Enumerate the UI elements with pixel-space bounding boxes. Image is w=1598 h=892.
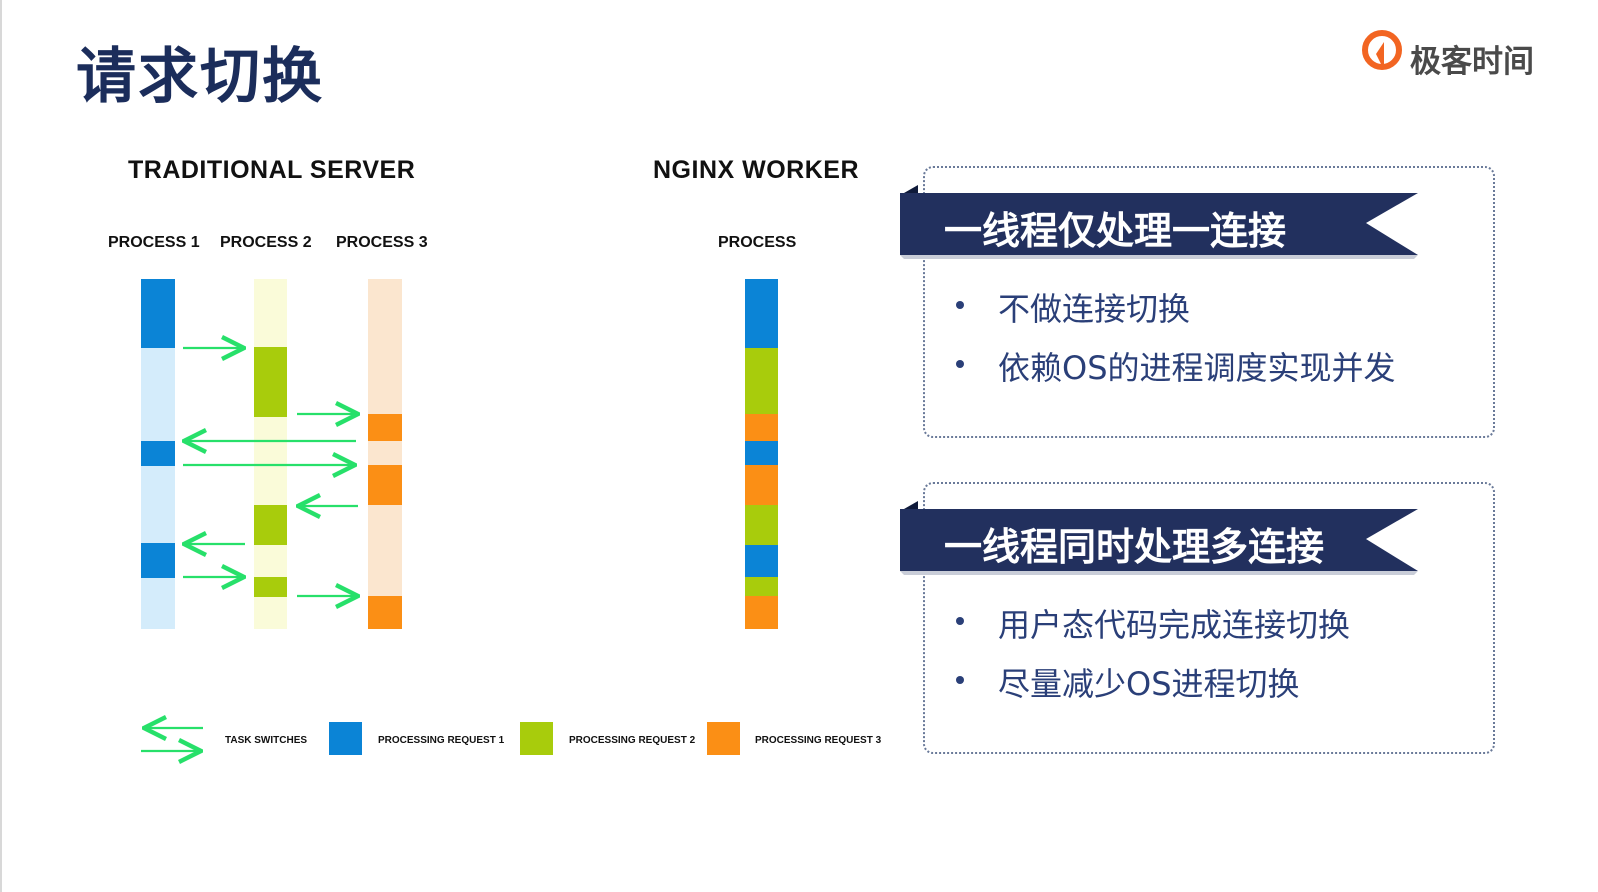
page-title: 请求切换 [76, 42, 324, 112]
bullet-dot [956, 676, 964, 684]
p2-active-segment [254, 577, 287, 597]
legend-task-switches: TASK SWITCHES [225, 735, 308, 746]
legend-swatch-request3 [707, 722, 740, 755]
panel-2-bullet-1: 用户态代码完成连接切换 [998, 606, 1351, 644]
process-2-label: PROCESS 2 [220, 234, 312, 251]
panel-2-bullet-2: 尽量减少OS进程切换 [998, 665, 1300, 703]
bullet-dot [956, 360, 964, 368]
left-edge-rule [0, 0, 2, 892]
nginx-seg-request1 [745, 441, 778, 465]
brand-logo: 极客时间 [1362, 30, 1562, 80]
panel-1-bullet-1: 不做连接切换 [998, 290, 1191, 328]
nginx-process-label: PROCESS [718, 234, 797, 251]
p1-active-segment [141, 441, 175, 466]
panel-1-bullet-2: 依赖OS的进程调度实现并发 [998, 349, 1396, 387]
logo-text: 极客时间 [1410, 44, 1534, 80]
process-2-column [254, 279, 287, 629]
nginx-worker-title: NGINX WORKER [653, 156, 859, 184]
process-3-column [368, 279, 402, 629]
p3-active-segment [368, 596, 402, 629]
nginx-seg-request3 [745, 596, 778, 629]
p2-light-bg [254, 279, 287, 629]
panel-2-banner [900, 501, 1418, 575]
process-1-label: PROCESS 1 [108, 234, 200, 251]
p3-active-segment [368, 465, 402, 505]
panel-2-heading: 一线程同时处理多连接 [944, 525, 1325, 569]
legend-request3: PROCESSING REQUEST 3 [755, 735, 882, 746]
nginx-seg-request3 [745, 414, 778, 441]
nginx-seg-request2 [745, 348, 778, 414]
task-switches-legend-icon [141, 728, 203, 751]
bullet-dot [956, 617, 964, 625]
p1-active-segment [141, 279, 175, 348]
legend-swatch-request2 [520, 722, 553, 755]
process-3-label: PROCESS 3 [336, 234, 428, 251]
nginx-seg-request2 [745, 577, 778, 596]
nginx-seg-request1 [745, 279, 778, 348]
geektime-logo-icon [1362, 30, 1402, 70]
nginx-process-column [745, 279, 778, 629]
process-1-column [141, 279, 175, 629]
p2-active-segment [254, 347, 287, 417]
panel-1-banner [900, 185, 1418, 259]
panel-1-heading: 一线程仅处理一连接 [944, 209, 1287, 253]
bullet-dot [956, 301, 964, 309]
nginx-seg-request3 [745, 465, 778, 505]
task-switch-arrows [183, 348, 358, 596]
nginx-seg-request1 [745, 545, 778, 577]
traditional-server-title: TRADITIONAL SERVER [128, 156, 416, 184]
legend-request1: PROCESSING REQUEST 1 [378, 735, 505, 746]
p3-light-bg [368, 279, 402, 629]
legend-swatch-request1 [329, 722, 362, 755]
p3-active-segment [368, 414, 402, 441]
process-timeline-diagram [141, 279, 778, 800]
legend-request2: PROCESSING REQUEST 2 [569, 735, 696, 746]
p1-active-segment [141, 543, 175, 578]
nginx-seg-request2 [745, 505, 778, 545]
p2-active-segment [254, 505, 287, 545]
